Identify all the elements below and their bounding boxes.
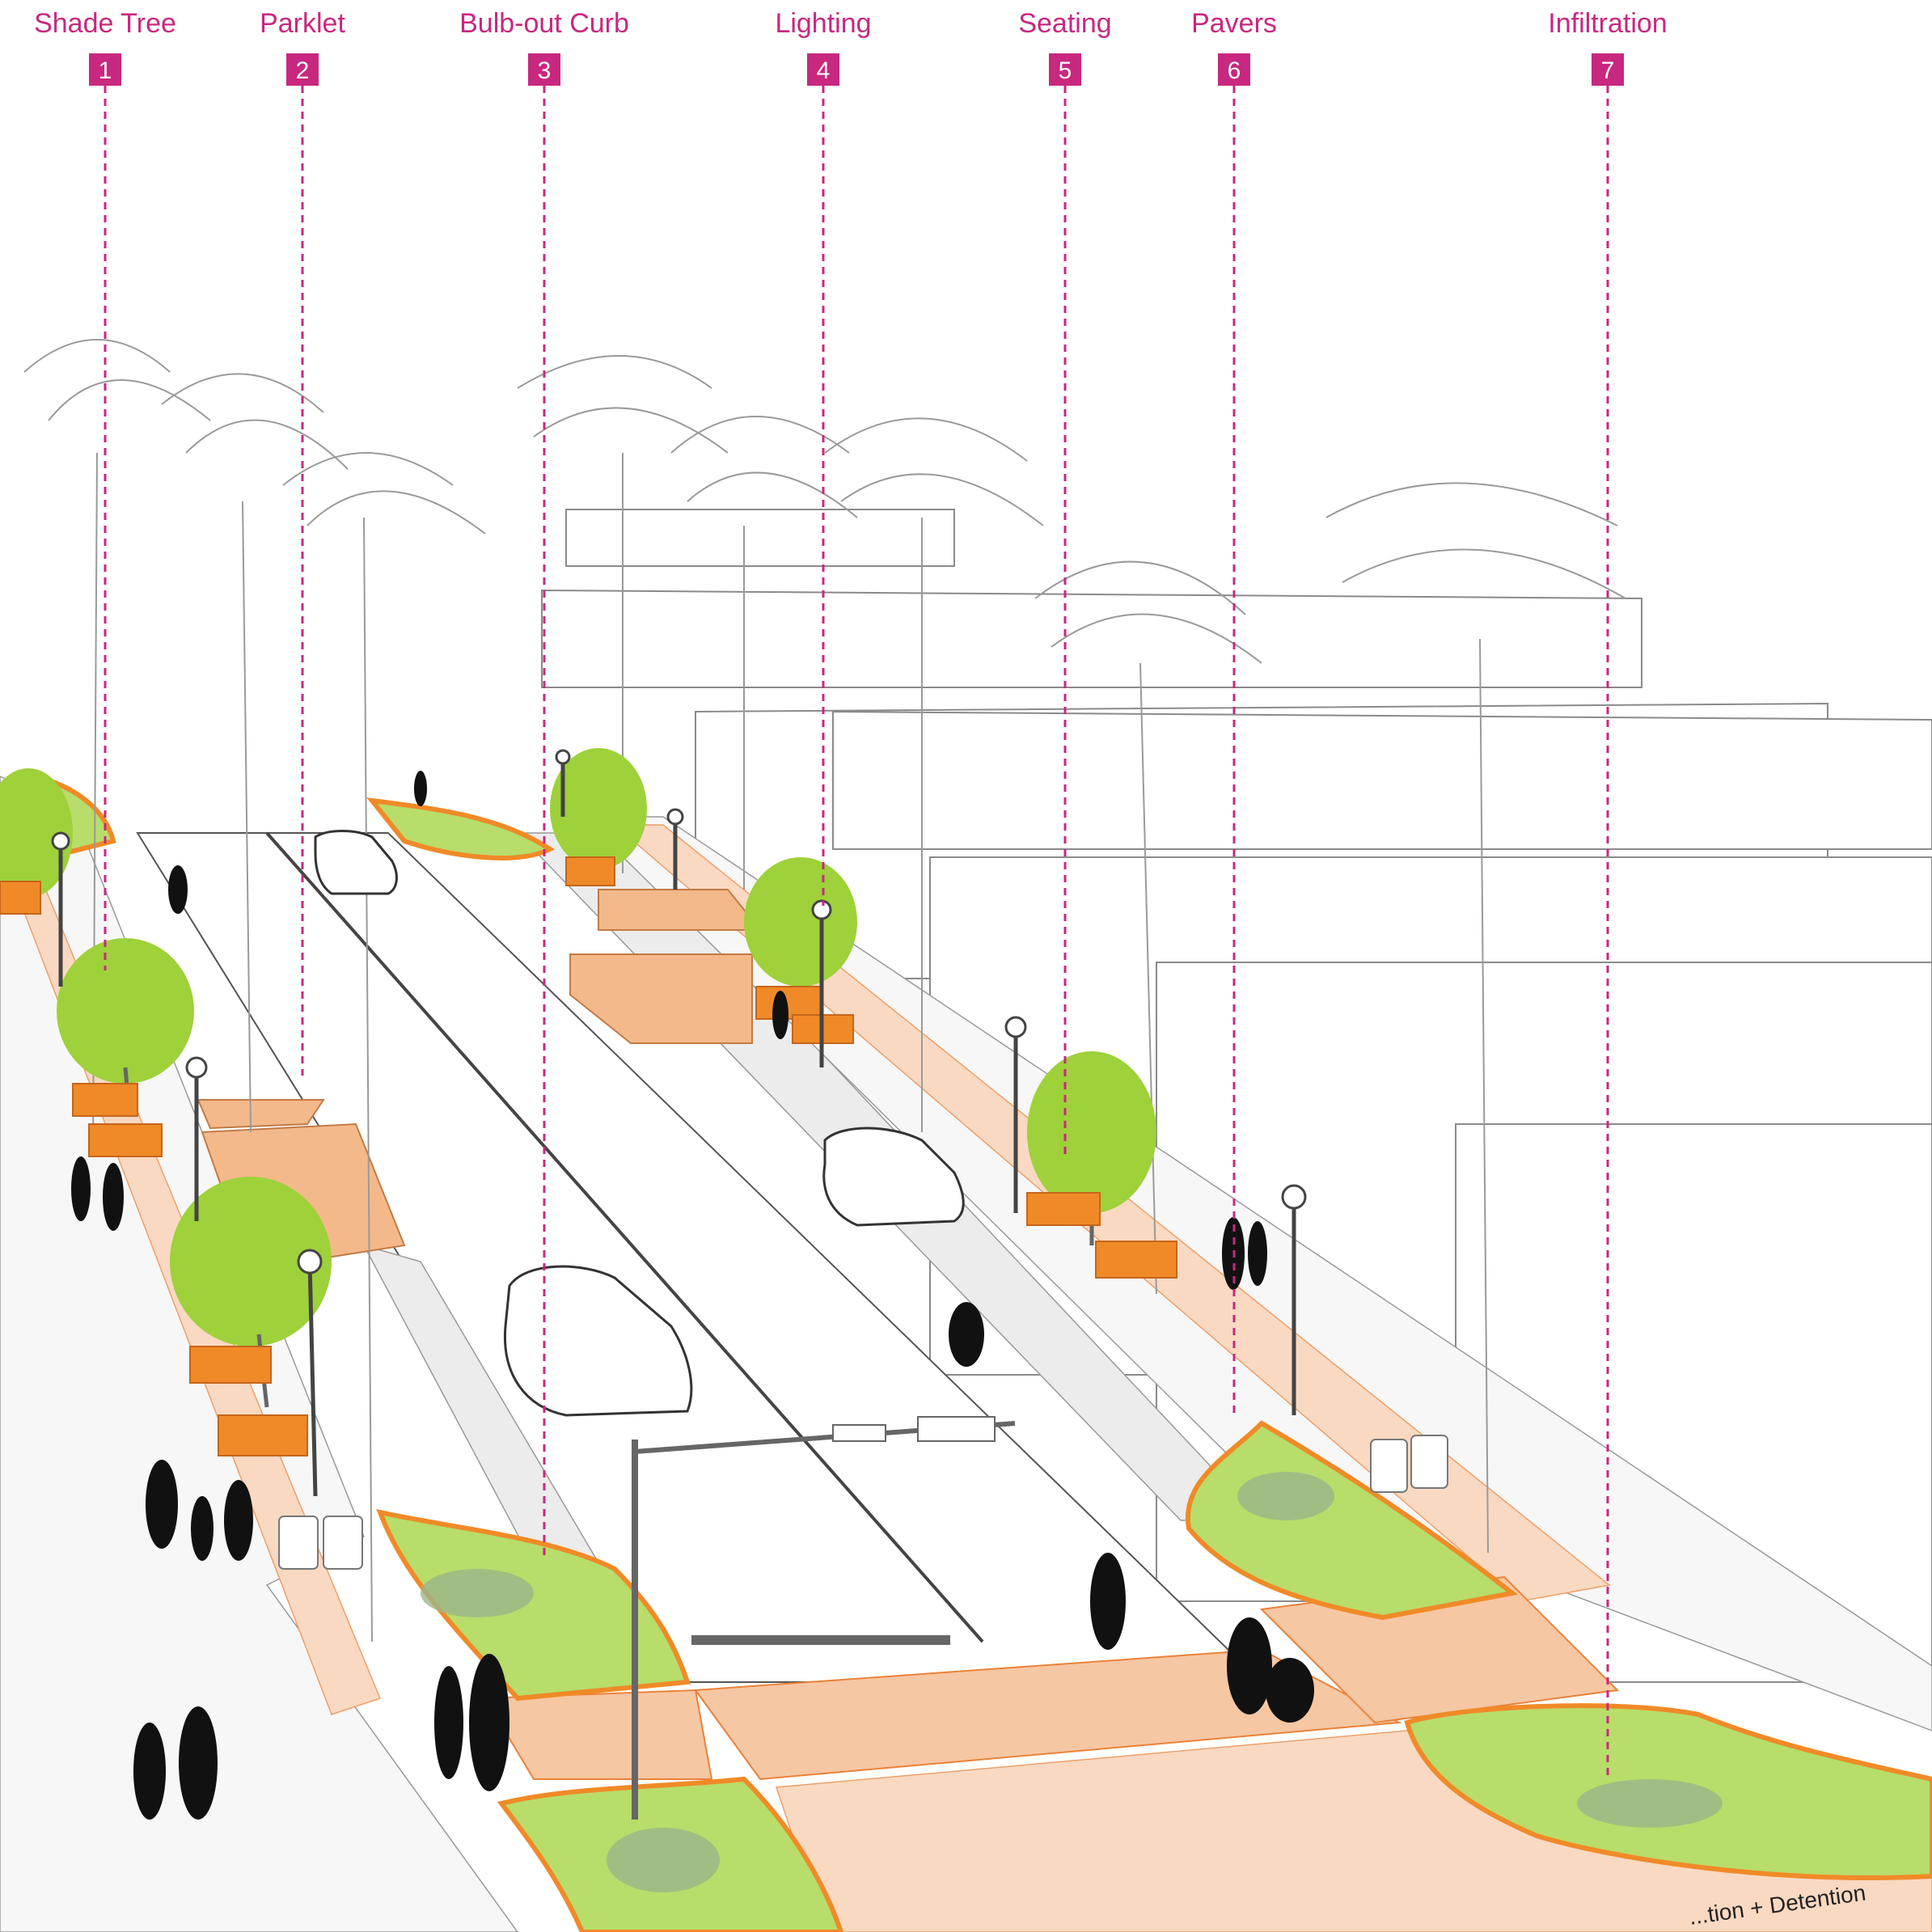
callout-label: Bulb-out Curb [459,8,629,39]
callout-number: 7 [1601,57,1615,84]
callout-number: 5 [1059,57,1072,84]
callout-label: Parklet [260,8,345,39]
callout-label: Lighting [775,8,871,39]
left-corner-pavers [484,1689,713,1780]
pedestrians [71,771,1314,1820]
callout-labels: 1 Shade Tree 2 Parklet 3 Bulb-out Curb 4 Lighti… [34,8,1668,1775]
callout-badge [1049,53,1081,86]
callout-5: 5 Seating [1018,8,1112,1156]
callout-number: 4 [817,57,831,84]
callout-badge [89,53,121,86]
callout-number: 2 [296,57,310,84]
callout-4: 4 Lighting [775,8,872,906]
callout-6: 6 Pavers [1191,8,1277,1415]
callout-label: Seating [1018,8,1111,39]
shade-trees [0,748,1156,1408]
callout-badge [1592,53,1624,86]
trash-bins [278,1435,1448,1570]
stop-bar [691,1635,950,1645]
cars [314,830,965,1417]
traffic-signal [632,1416,1016,1820]
callout-1: 1 Shade Tree [34,8,176,970]
crosswalk-pavers [694,1648,1402,1781]
callout-label: Shade Tree [34,8,176,39]
right-paver-strip [612,824,1611,1602]
callout-number: 3 [538,57,552,84]
callout-label: Infiltration [1548,8,1667,39]
callout-badge [807,53,839,86]
callout-label: Pavers [1191,8,1277,39]
callout-number: 1 [99,57,112,84]
bulb-out-plantings [21,773,1932,1932]
callout-badge [286,53,319,86]
callout-2: 2 Parklet [260,8,345,1076]
callout-badge [528,53,560,86]
street-lights [51,749,1307,1497]
callout-number: 6 [1228,57,1241,84]
road-centerline [265,831,984,1643]
callout-badge [1218,53,1250,86]
callout-7: 7 Infiltration [1548,8,1668,1775]
callout-3: 3 Bulb-out Curb [459,8,629,1561]
